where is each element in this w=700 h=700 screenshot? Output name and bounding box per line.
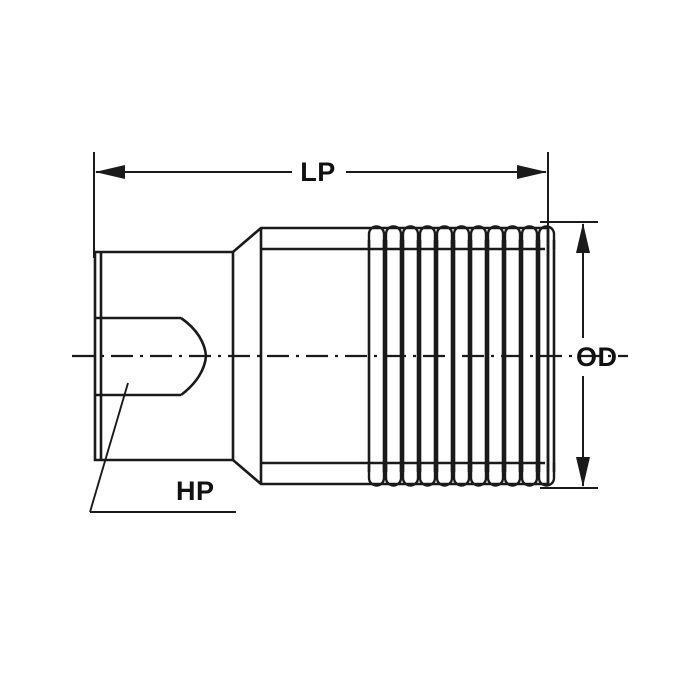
thread-crest-bottom-8 (486, 463, 505, 487)
dimension-hp: HP (89, 382, 236, 513)
od-arrow-bottom (576, 457, 590, 487)
dimension-lp: LP (93, 152, 549, 258)
thread-crest-top-7 (469, 225, 488, 249)
thread-crest-top-10 (520, 225, 539, 249)
thread-crest-top-9 (503, 225, 522, 249)
thread-crest-top-2 (384, 225, 403, 249)
lp-arrow-left (95, 165, 125, 179)
od-arrow-top (576, 223, 590, 253)
thread-crest-top-1 (367, 225, 386, 249)
thread-crest-bottom-4 (418, 463, 437, 487)
thread-crests-top (367, 225, 556, 249)
thread-crest-top-4 (418, 225, 437, 249)
lp-dimension-label: LP (300, 157, 336, 187)
thread-crest-bottom-11 (537, 463, 556, 487)
thread-crest-bottom-10 (520, 463, 539, 487)
od-dimension-label: OD (576, 342, 618, 372)
thread-crests-bottom (367, 463, 556, 487)
dimension-od: OD (540, 221, 618, 489)
thread-crest-top-5 (435, 225, 454, 249)
thread-crest-bottom-6 (452, 463, 471, 487)
thread-crest-bottom-5 (435, 463, 454, 487)
hp-leader-diagonal (89, 382, 129, 513)
lp-arrow-right (517, 165, 547, 179)
thread-crest-bottom-2 (384, 463, 403, 487)
thread-crest-bottom-9 (503, 463, 522, 487)
hp-dimension-label: HP (176, 476, 215, 506)
thread-crest-bottom-3 (401, 463, 420, 487)
thread-crest-bottom-1 (367, 463, 386, 487)
thread-crest-top-6 (452, 225, 471, 249)
thread-crest-top-11 (537, 225, 556, 249)
thread-crest-top-3 (401, 225, 420, 249)
thread-crest-top-8 (486, 225, 505, 249)
thread-crest-bottom-7 (469, 463, 488, 487)
